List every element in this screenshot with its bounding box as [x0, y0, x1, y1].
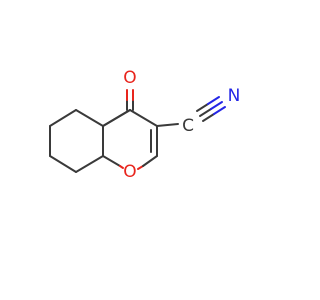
triple-bond — [210, 101, 223, 110]
bond — [119, 165, 124, 169]
nitrile-carbon-label: C — [182, 116, 194, 136]
triple-bond — [213, 106, 226, 115]
triple-bond — [196, 103, 209, 112]
nitrile-group — [156, 96, 226, 127]
structure-canvas: O O C N — [49, 68, 241, 182]
ring-oxygen-label: O — [123, 162, 136, 182]
chemical-structure: O O C N — [49, 68, 241, 182]
bond — [49, 155, 77, 173]
bond — [142, 155, 158, 167]
bond — [156, 123, 179, 127]
pyranone-ring — [102, 109, 158, 170]
carbonyl-oxygen-label: O — [123, 68, 136, 88]
cyclohexane-ring — [49, 109, 131, 173]
bond — [75, 155, 104, 173]
bond — [102, 155, 121, 167]
nitrile-nitrogen-label: N — [228, 86, 241, 106]
bond — [75, 109, 104, 127]
bond — [129, 109, 158, 127]
triple-bond — [207, 96, 220, 105]
triple-bond — [202, 113, 215, 122]
bond — [49, 109, 77, 127]
bond — [102, 109, 131, 127]
carbonyl-group — [126, 89, 134, 111]
triple-bond — [199, 108, 212, 117]
